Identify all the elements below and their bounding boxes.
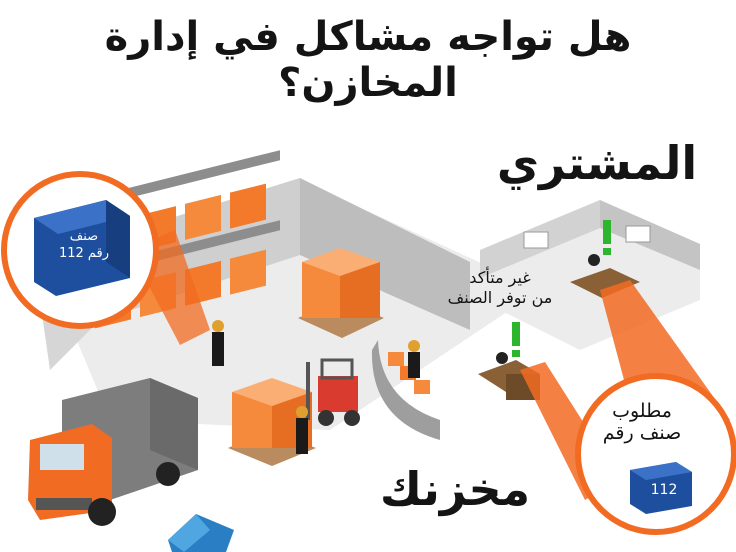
worker-icon <box>212 320 420 454</box>
unsure-line-1: غير متأكد <box>469 268 531 287</box>
callout-circle-right <box>575 373 736 535</box>
left-box-line-2: رقم 112 <box>58 246 110 261</box>
required-line-2: صنف رقم <box>602 422 682 444</box>
page-title: هل تواجه مشاكل في إدارة المخازن؟ <box>104 14 632 106</box>
required-item-label: مطلوب صنف رقم <box>582 400 702 444</box>
unsure-line-2: من توفر الصنف <box>447 288 553 307</box>
warehouse-right-wall <box>300 178 470 330</box>
buyer-label: المشتري <box>496 136 698 190</box>
truck-icon <box>28 378 198 526</box>
exclamation-icon <box>512 220 611 357</box>
forklift-icon <box>306 358 360 426</box>
right-box-number: 112 <box>650 482 678 498</box>
pallet-boxes-center <box>298 248 384 338</box>
warehouse-label: مخزنك <box>379 462 531 516</box>
cube-icon <box>34 200 130 296</box>
unsure-label: غير متأكد من توفر الصنف <box>420 268 580 308</box>
required-line-1: مطلوب <box>612 400 672 422</box>
left-box-text: صنف رقم 112 <box>44 228 124 262</box>
cube-icon <box>630 462 692 514</box>
left-box-line-1: صنف <box>69 229 99 244</box>
cube-icon <box>168 514 234 552</box>
